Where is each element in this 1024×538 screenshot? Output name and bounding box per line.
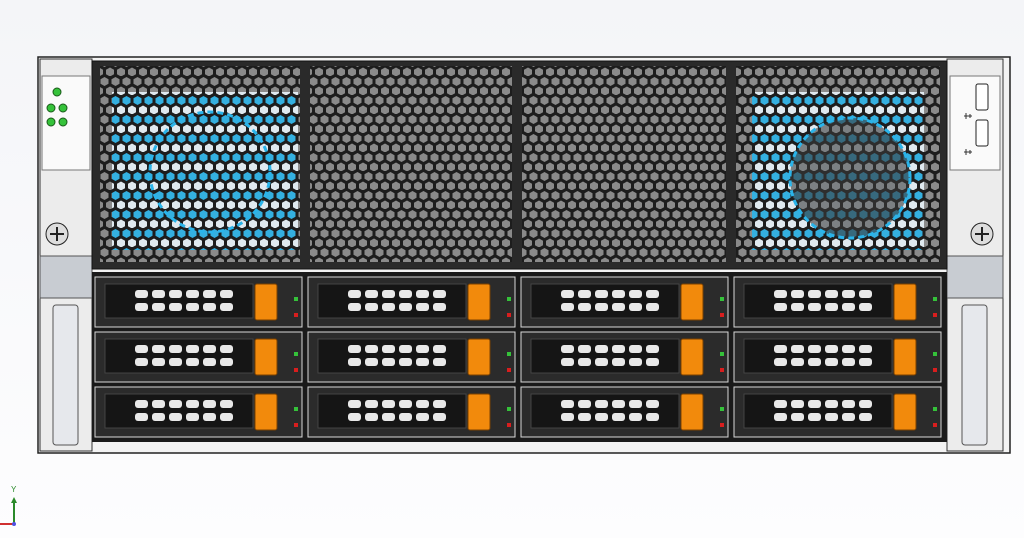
usb-port-2[interactable]: [975, 119, 989, 147]
drive-activity-led: [720, 407, 724, 411]
drive-fault-led: [294, 313, 298, 317]
left-rack-ear: [39, 58, 93, 452]
drive-latch[interactable]: [680, 338, 704, 376]
drive-latch[interactable]: [467, 283, 491, 321]
drive-tray[interactable]: [520, 276, 729, 328]
drive-fault-led: [720, 423, 724, 427]
drive-fault-led: [933, 313, 937, 317]
drive-fault-led: [294, 368, 298, 372]
right-rack-ear: [946, 58, 1004, 452]
drive-activity-led: [720, 297, 724, 301]
drive-tray[interactable]: [733, 331, 942, 383]
drive-tray[interactable]: [94, 276, 303, 328]
drive-activity-led: [933, 297, 937, 301]
drive-activity-led: [294, 352, 298, 356]
fan-grille: [91, 60, 948, 270]
status-led: [58, 117, 68, 127]
usb-port-1[interactable]: [975, 83, 989, 111]
drive-fault-led: [507, 423, 511, 427]
drive-latch[interactable]: [254, 338, 278, 376]
drive-latch[interactable]: [254, 283, 278, 321]
drive-tray[interactable]: [307, 276, 516, 328]
drive-fault-led: [720, 368, 724, 372]
usb-icon: [964, 149, 972, 155]
status-led: [46, 117, 56, 127]
drive-activity-led: [933, 407, 937, 411]
drive-latch[interactable]: [254, 393, 278, 431]
drive-latch[interactable]: [680, 393, 704, 431]
drive-fault-led: [294, 423, 298, 427]
drive-latch[interactable]: [680, 283, 704, 321]
drive-fault-led: [720, 313, 724, 317]
drive-tray[interactable]: [307, 331, 516, 383]
axis-label-y: Y: [11, 485, 17, 494]
drive-tray[interactable]: [733, 386, 942, 438]
status-led: [46, 103, 56, 113]
drive-fault-led: [933, 368, 937, 372]
drive-latch[interactable]: [467, 338, 491, 376]
drive-tray[interactable]: [520, 331, 729, 383]
drive-latch[interactable]: [467, 393, 491, 431]
front-status-leds: [46, 87, 68, 127]
fan-left: [112, 92, 298, 250]
drive-tray[interactable]: [307, 386, 516, 438]
drive-fault-led: [933, 423, 937, 427]
drive-tray[interactable]: [94, 386, 303, 438]
status-led: [52, 87, 62, 97]
drive-activity-led: [294, 297, 298, 301]
axis-triad-icon: [0, 497, 17, 526]
drive-activity-led: [720, 352, 724, 356]
drive-activity-led: [507, 407, 511, 411]
drive-tray[interactable]: [733, 276, 942, 328]
drive-latch[interactable]: [893, 283, 917, 321]
status-led: [58, 103, 68, 113]
drive-tray[interactable]: [94, 331, 303, 383]
drive-fault-led: [507, 313, 511, 317]
drive-latch[interactable]: [893, 393, 917, 431]
drive-latch[interactable]: [893, 338, 917, 376]
drive-fault-led: [507, 368, 511, 372]
drive-activity-led: [933, 352, 937, 356]
drive-activity-led: [507, 297, 511, 301]
drive-activity-led: [507, 352, 511, 356]
drive-tray[interactable]: [520, 386, 729, 438]
drive-activity-led: [294, 407, 298, 411]
usb-icon: [964, 113, 972, 119]
